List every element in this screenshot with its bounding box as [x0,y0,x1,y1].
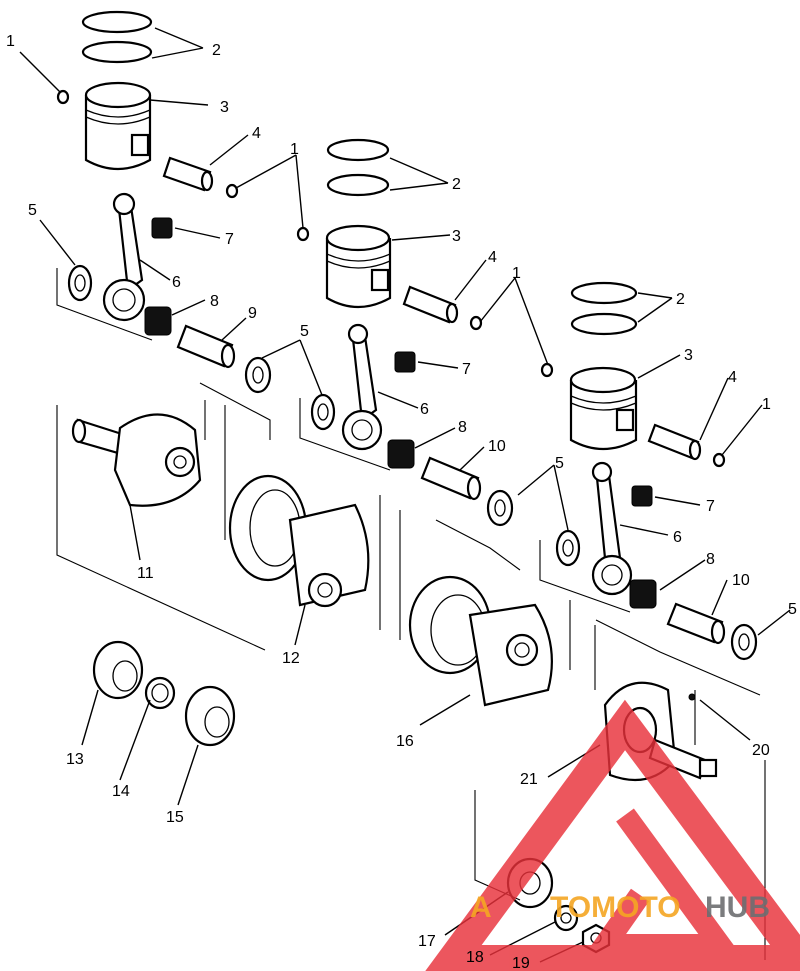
wrist-pin [162,156,212,192]
callout-7: 7 [706,498,715,515]
callout-5: 5 [788,601,797,618]
callout-3: 3 [452,228,461,245]
watermark-text-moto: TOMOTO [550,891,681,924]
callout-11: 11 [137,565,154,582]
callout-13: 13 [66,751,84,768]
crankshaft-section-12 [224,405,381,630]
callout-1: 1 [6,33,15,50]
callout-10: 10 [732,572,750,589]
callout-8: 8 [458,419,467,436]
piston-group-2 [296,138,521,571]
callout-4: 4 [252,125,261,142]
piston-ring [81,10,153,34]
callout-1: 1 [290,141,299,158]
callout-2: 2 [676,291,685,308]
watermark-text: A TOMOTO HUB [470,891,770,924]
callout-10: 10 [488,438,506,455]
watermark-text-a: A [470,891,492,924]
callout-20: 20 [752,742,770,759]
callout-18: 18 [466,949,484,966]
callout-12: 12 [282,650,300,667]
callout-5: 5 [300,323,309,340]
callout-3: 3 [220,99,229,116]
watermark-logo [425,699,800,971]
callout-3: 3 [684,347,693,364]
crankshaft-section-11 [56,400,266,651]
callout-7: 7 [225,231,234,248]
callout-5: 5 [28,202,37,219]
callout-7: 7 [462,361,471,378]
callout-16: 16 [396,733,414,750]
callout-8: 8 [210,293,219,310]
callout-14: 14 [112,783,130,800]
callout-6: 6 [420,401,429,418]
callout-21: 21 [520,771,538,788]
callout-19: 19 [512,955,530,971]
circlip [56,89,70,105]
callout-8: 8 [706,551,715,568]
thrust-washer [67,264,93,302]
callout-2: 2 [452,176,461,193]
callout-9: 9 [248,305,257,322]
piston-group-1 [56,10,272,440]
callout-6: 6 [673,529,682,546]
callout-labels: 1 2 3 4 1 5 7 6 8 9 2 3 4 1 5 7 6 8 10 2… [6,33,797,971]
callout-2: 2 [212,42,221,59]
crankshaft-section-16 [399,510,571,707]
piston-ring [81,40,153,64]
main-bearings [92,640,236,747]
callout-15: 15 [166,809,184,826]
piston-group-3 [539,281,761,696]
callout-1: 1 [762,396,771,413]
callout-17: 17 [418,933,436,950]
callout-4: 4 [488,249,497,266]
callout-6: 6 [172,274,181,291]
callout-1: 1 [512,265,521,282]
callout-5: 5 [555,455,564,472]
callout-4: 4 [728,369,737,386]
needle-bearing [151,217,173,239]
watermark-text-hub: HUB [705,891,770,924]
